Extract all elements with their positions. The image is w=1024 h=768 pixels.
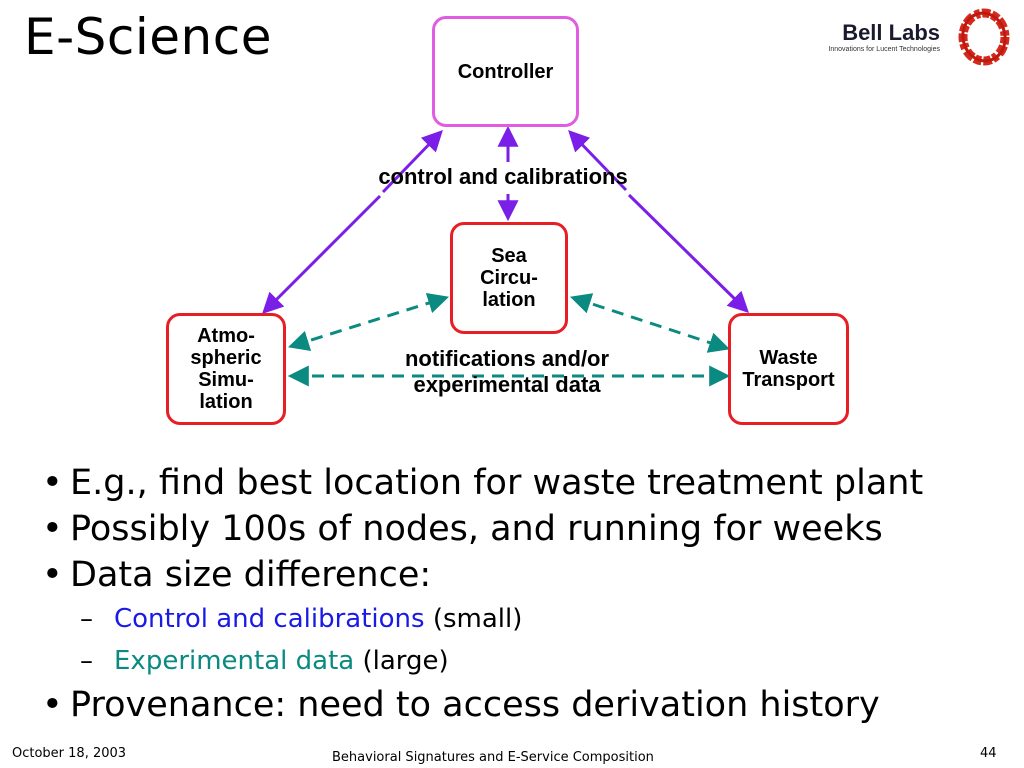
diagram-arrows (262, 125, 749, 387)
arrow-sea-waste (570, 293, 730, 353)
bullet-item: Possibly 100s of nodes, and running for … (40, 506, 1000, 552)
bullet-item: Provenance: need to access derivation hi… (40, 682, 1000, 728)
arrow-controller-waste-lower (627, 193, 749, 313)
label-control-calibrations: control and calibrations (378, 164, 628, 189)
page-number: 44 (980, 746, 997, 761)
sub-bullet-experimental: – Experimental data (large) (40, 640, 1000, 682)
sub-bullet-rest: (large) (354, 646, 449, 676)
logo-tagline: Innovations for Lucent Technologies (828, 46, 940, 53)
slide-title: E-Science (24, 8, 272, 66)
logo-name: Bell Labs (842, 20, 940, 45)
sub-bullet-highlight: Control and calibrations (114, 604, 425, 634)
node-sea-circulation: Sea Circu- lation (450, 222, 568, 334)
node-waste-transport: Waste Transport (728, 313, 849, 425)
sub-bullet-control: – Control and calibrations (small) (40, 598, 1000, 640)
sub-bullet-highlight: Experimental data (114, 646, 355, 676)
lucent-ring-icon (958, 8, 1010, 66)
dash-marker: – (80, 604, 93, 634)
bullet-list: E.g., find best location for waste treat… (40, 460, 1000, 728)
arrow-atmo-sea (287, 293, 450, 351)
sub-bullet-rest: (small) (424, 604, 523, 634)
label-notifications: notifications and/or experimental data (404, 346, 610, 397)
logo-wordmark: Bell Labs Innovations for Lucent Technol… (800, 20, 940, 53)
arrow-controller-atmo-lower (262, 194, 382, 314)
node-atmospheric-simulation: Atmo- spheric Simu- lation (166, 313, 286, 425)
footer-date: October 18, 2003 (12, 746, 127, 761)
footer-title: Behavioral Signatures and E-Service Comp… (332, 750, 654, 765)
dash-marker: – (80, 646, 93, 676)
node-controller: Controller (432, 16, 579, 127)
arrow-controller-waste (568, 129, 628, 192)
bullet-item: Data size difference: (40, 552, 1000, 598)
bullet-item: E.g., find best location for waste treat… (40, 460, 1000, 506)
arrow-controller-atmo (381, 129, 443, 194)
